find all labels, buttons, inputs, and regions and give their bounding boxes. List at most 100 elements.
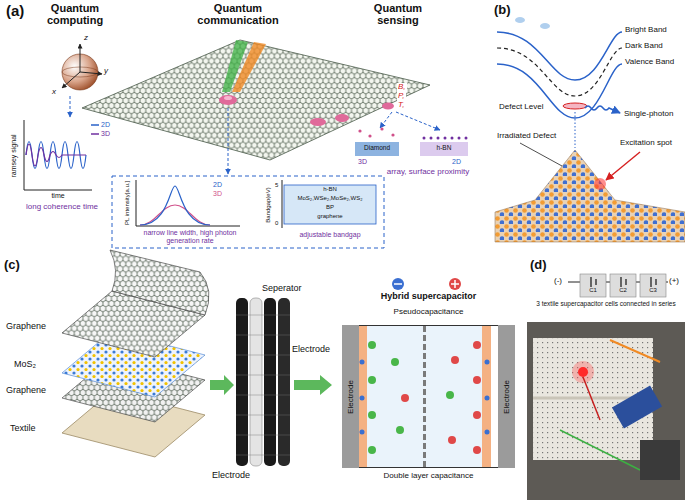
graphene-sheet <box>82 40 430 160</box>
supercapacitor-interior <box>368 341 376 349</box>
supercapacitor-interior <box>448 436 456 444</box>
band-label: Valence Band <box>625 58 674 67</box>
supercapacitor-interior <box>401 394 409 402</box>
supercapacitor-interior <box>392 278 404 290</box>
part-label: Irradiated Defect <box>497 132 556 141</box>
panel-title: Quantum communication <box>196 2 280 26</box>
layer-stack <box>110 250 209 315</box>
layer-stack <box>110 250 209 315</box>
supercapacitor-interior <box>368 411 376 419</box>
axis-label: time <box>51 192 64 200</box>
light-beams <box>232 42 266 92</box>
sensing-sketch <box>391 133 394 136</box>
series-circuit <box>640 274 666 297</box>
supercapacitor-interior <box>358 326 367 467</box>
lattice-bump <box>606 152 640 180</box>
cell-label: C3 <box>649 287 657 294</box>
quantum-emitters <box>219 95 237 105</box>
sensing-sketch <box>444 137 447 140</box>
band-diagram <box>563 103 587 109</box>
supercapacitor-interior <box>360 360 365 365</box>
dashed-box <box>112 176 384 248</box>
box-heading: Electrode <box>346 380 355 414</box>
supercapacitor-interior <box>368 446 376 454</box>
supercapacitor-interior <box>423 326 426 467</box>
supercapacitor-interior <box>360 430 365 435</box>
woven-cell <box>250 298 262 466</box>
band-diagram <box>497 64 622 118</box>
pl-plot <box>140 186 210 225</box>
quantum-emitters <box>382 103 394 110</box>
material-label: BP <box>326 204 334 211</box>
series-label: 3D <box>101 130 110 138</box>
series-circuit <box>650 277 651 287</box>
series-circuit <box>595 279 596 285</box>
demo-photo <box>612 386 662 429</box>
series-circuit <box>580 274 606 297</box>
supercapacitor-interior <box>396 426 404 434</box>
ramsey-plot <box>24 120 99 190</box>
series-circuit <box>655 279 656 285</box>
part-label: Excitation spot <box>620 139 672 148</box>
sensing-sketch <box>420 142 468 156</box>
woven-cell <box>236 315 290 316</box>
bandgap-chart <box>282 180 376 228</box>
band-diagram <box>497 32 622 148</box>
series-label: 2D <box>101 121 110 129</box>
layer-label: Textile <box>10 424 36 434</box>
quantum-emitters <box>310 118 326 126</box>
band-diagram <box>585 106 620 113</box>
light-beams <box>222 40 266 92</box>
ramsey-plot <box>26 144 86 166</box>
supercapacitor-interior <box>368 341 454 454</box>
supercapacitor-box: Hybrid supercapacitorPseudocapacitanceDo… <box>342 325 515 468</box>
woven-cell <box>236 455 290 456</box>
woven-cell <box>236 298 290 466</box>
layer-stack <box>62 250 209 457</box>
ramsey-plot <box>24 120 25 190</box>
band-diagram <box>575 112 576 148</box>
series-label: 3D <box>358 158 367 166</box>
axis-label: Bandgap(eV) <box>265 187 272 222</box>
supercapacitor-interior <box>482 326 491 467</box>
supercapacitor-interior <box>473 446 481 454</box>
ramsey-plot <box>26 142 86 169</box>
demo-photo <box>583 377 600 420</box>
bloch-sphere <box>62 44 102 90</box>
supercapacitor-interior <box>473 341 481 349</box>
layer-label: Graphene <box>6 322 46 332</box>
supercapacitor-interior <box>358 278 491 467</box>
supercapacitor-interior <box>485 396 490 401</box>
field-label: T, <box>397 101 405 110</box>
sensing-sketch <box>465 137 468 140</box>
field-label: B, <box>397 83 407 92</box>
panel-letter: (b) <box>494 3 511 17</box>
band-label: Bright Band <box>625 26 667 35</box>
woven-cell <box>236 375 290 376</box>
axis-label: ramsey signal <box>10 134 18 177</box>
box-heading: Hybrid supercapacitor <box>343 292 514 302</box>
ramsey-plot <box>91 133 99 135</box>
demo-photo <box>527 322 685 500</box>
quantum-emitters <box>224 96 232 100</box>
quantum-emitters <box>335 114 349 122</box>
terminal-label: (-) <box>554 277 562 286</box>
series-label: 2D <box>452 158 461 166</box>
bloch-sphere <box>80 44 81 72</box>
pl-plot <box>140 205 210 225</box>
woven-cell <box>236 335 290 336</box>
band-diagram <box>497 32 622 80</box>
woven-cell <box>236 315 290 455</box>
lattice-bump <box>594 178 606 190</box>
series-circuit <box>610 274 636 297</box>
woven-cell <box>278 298 290 466</box>
material-label: h-BN <box>323 186 337 193</box>
material-label: Diamond <box>364 144 390 151</box>
sensing-sketch <box>358 129 361 132</box>
series-label: 2D <box>213 181 222 189</box>
cell-label: C1 <box>589 287 597 294</box>
lattice-bump <box>495 143 685 242</box>
series-circuit <box>591 277 656 287</box>
pl-plot <box>136 226 240 227</box>
